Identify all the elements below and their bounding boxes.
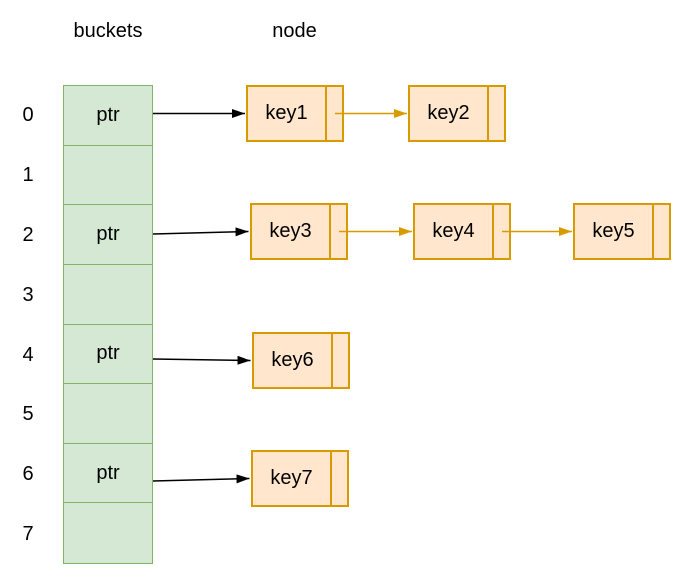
bucket-index-7: 7 xyxy=(22,523,34,545)
arrow-bucket4-to-key6 xyxy=(152,355,251,365)
bucket-index-2: 2 xyxy=(22,224,34,246)
buckets-heading: buckets xyxy=(73,20,143,42)
node-key2-next-pointer-cell xyxy=(487,87,504,140)
bucket-cell-1 xyxy=(64,145,152,206)
node-key1-next-pointer-cell xyxy=(325,87,342,140)
bucket-index-4: 4 xyxy=(22,344,34,366)
bucket-array: ptr ptr ptr ptr xyxy=(63,85,153,564)
bucket-ptr-label-0: ptr xyxy=(96,103,120,126)
node-key5-next-pointer-cell xyxy=(652,205,669,258)
bucket-cell-6: ptr xyxy=(64,443,152,504)
node-key6-label: key6 xyxy=(271,349,314,371)
bucket-index-5: 5 xyxy=(22,403,34,425)
node-key7-label: key7 xyxy=(270,467,313,489)
bucket-ptr-label-6: ptr xyxy=(96,461,120,484)
bucket-index-6: 6 xyxy=(22,463,34,485)
bucket-ptr-label-4: ptr xyxy=(96,342,120,365)
node-key5-label: key5 xyxy=(592,220,635,242)
bucket-cell-3 xyxy=(64,264,152,325)
node-key3-label: key3 xyxy=(269,220,312,242)
bucket-cell-4: ptr xyxy=(64,324,152,385)
bucket-cell-5 xyxy=(64,384,152,444)
bucket-index-3: 3 xyxy=(22,284,34,306)
bucket-cell-0: ptr xyxy=(64,86,152,146)
node-key4: key4 xyxy=(413,203,511,260)
node-key7-next-pointer-cell xyxy=(330,452,347,505)
arrow-bucket6-to-key7 xyxy=(152,474,250,484)
bucket-index-0: 0 xyxy=(22,104,34,126)
node-key1-label: key1 xyxy=(265,102,308,124)
node-key4-label: key4 xyxy=(432,220,475,242)
node-key6-next-pointer-cell xyxy=(331,334,348,387)
node-key6: key6 xyxy=(252,332,350,389)
node-heading: node xyxy=(272,20,317,42)
node-key4-next-pointer-cell xyxy=(492,205,509,258)
arrow-bucket2-to-key3 xyxy=(152,227,249,237)
bucket-ptr-label-2: ptr xyxy=(96,223,120,246)
bucket-cell-2: ptr xyxy=(64,205,152,265)
node-key5: key5 xyxy=(573,203,671,260)
bucket-cell-7 xyxy=(64,503,152,563)
node-key3-next-pointer-cell xyxy=(329,205,346,258)
node-key3: key3 xyxy=(250,203,348,260)
bucket-index-1: 1 xyxy=(22,164,34,186)
node-key1: key1 xyxy=(246,85,344,142)
node-key7: key7 xyxy=(251,450,349,507)
node-key2-label: key2 xyxy=(427,102,470,124)
node-key2: key2 xyxy=(408,85,506,142)
